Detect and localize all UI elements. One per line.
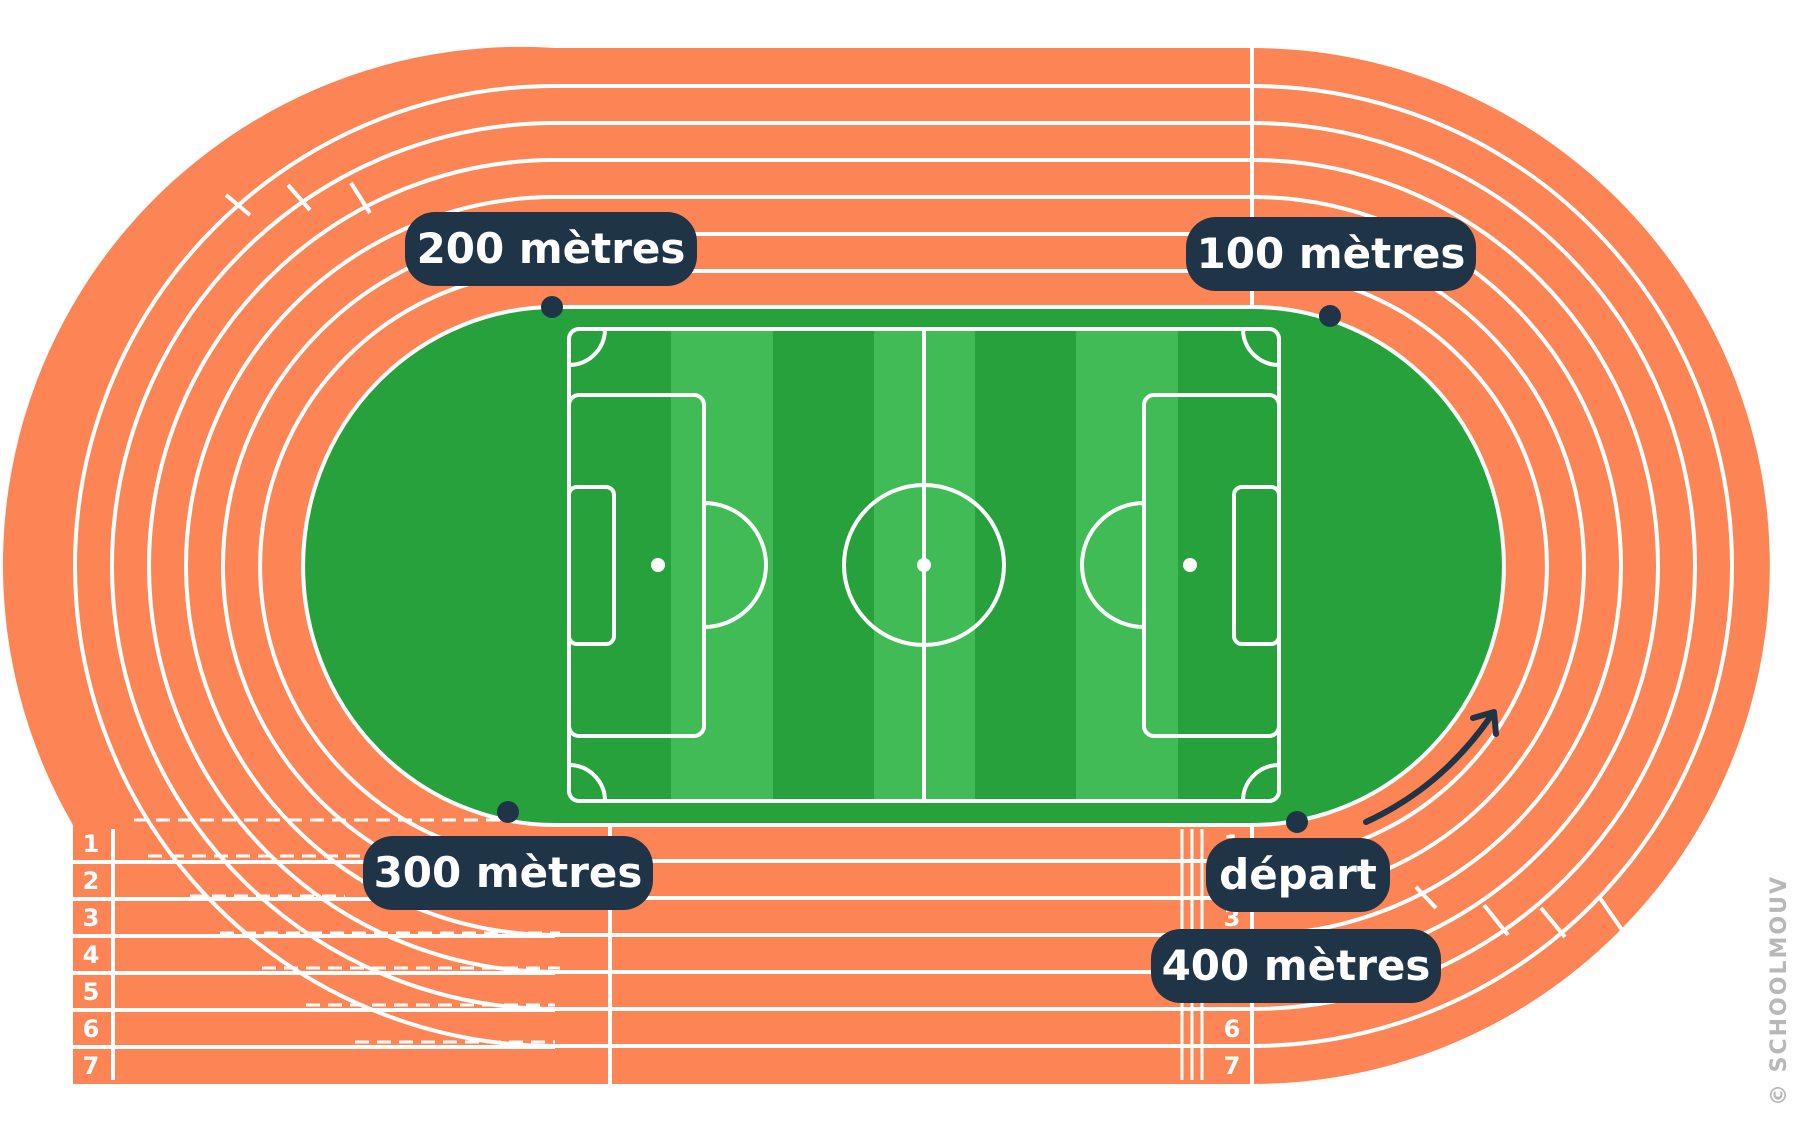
lane-label-right-7: 7	[1224, 1052, 1241, 1080]
corner-arc-top-right	[1241, 328, 1280, 367]
stagger-dashes	[134, 818, 560, 1044]
dot-icon	[1286, 811, 1308, 833]
lane-label-left-4: 4	[83, 941, 100, 969]
lane-label-left-7: 7	[83, 1052, 100, 1080]
lane-label-left-5: 5	[83, 978, 100, 1006]
right-penalty-arc	[1080, 501, 1145, 629]
left-lane-numbers: 1 2 3 4 5 6 7	[83, 829, 115, 1080]
corner-arc-bottom-left	[568, 763, 607, 802]
lane-label-left-1: 1	[83, 830, 100, 858]
corner-arc-bottom-right	[1241, 763, 1280, 802]
field-border	[301, 305, 1506, 827]
center-spot	[917, 558, 931, 572]
lane-label-right-6: 6	[1224, 1015, 1241, 1043]
label-400-metres: 400 mètres	[1162, 941, 1431, 990]
label-depart: départ	[1219, 850, 1377, 899]
lane-label-left-3: 3	[83, 904, 100, 932]
callout-300m: 300 mètres	[363, 836, 653, 910]
label-300-metres: 300 mètres	[374, 848, 643, 897]
lane-label-left-2: 2	[83, 867, 100, 895]
label-200-metres: 200 mètres	[417, 224, 686, 273]
dot-icon	[541, 296, 563, 318]
callout-200m: 200 mètres	[405, 212, 697, 286]
football-field	[301, 305, 1506, 827]
right-penalty-spot	[1183, 558, 1197, 572]
distance-markers	[497, 296, 1341, 833]
left-penalty-spot	[651, 558, 665, 572]
callout-depart: départ	[1206, 838, 1390, 912]
dot-icon	[1319, 305, 1341, 327]
left-penalty-arc	[703, 501, 768, 629]
corner-arc-top-left	[568, 328, 607, 367]
watermark-text: © SCHOOLMOUV	[1767, 875, 1792, 1106]
right-goal-area	[1232, 485, 1281, 646]
callout-400m: 400 mètres	[1151, 929, 1441, 1003]
center-circle	[842, 483, 1006, 647]
dot-icon	[497, 801, 519, 823]
curved-arrow-icon	[1363, 709, 1499, 825]
label-100-metres: 100 mètres	[1197, 229, 1466, 278]
callout-100m: 100 mètres	[1186, 217, 1476, 291]
left-goal-area	[567, 485, 616, 646]
lane-label-left-6: 6	[83, 1015, 100, 1043]
